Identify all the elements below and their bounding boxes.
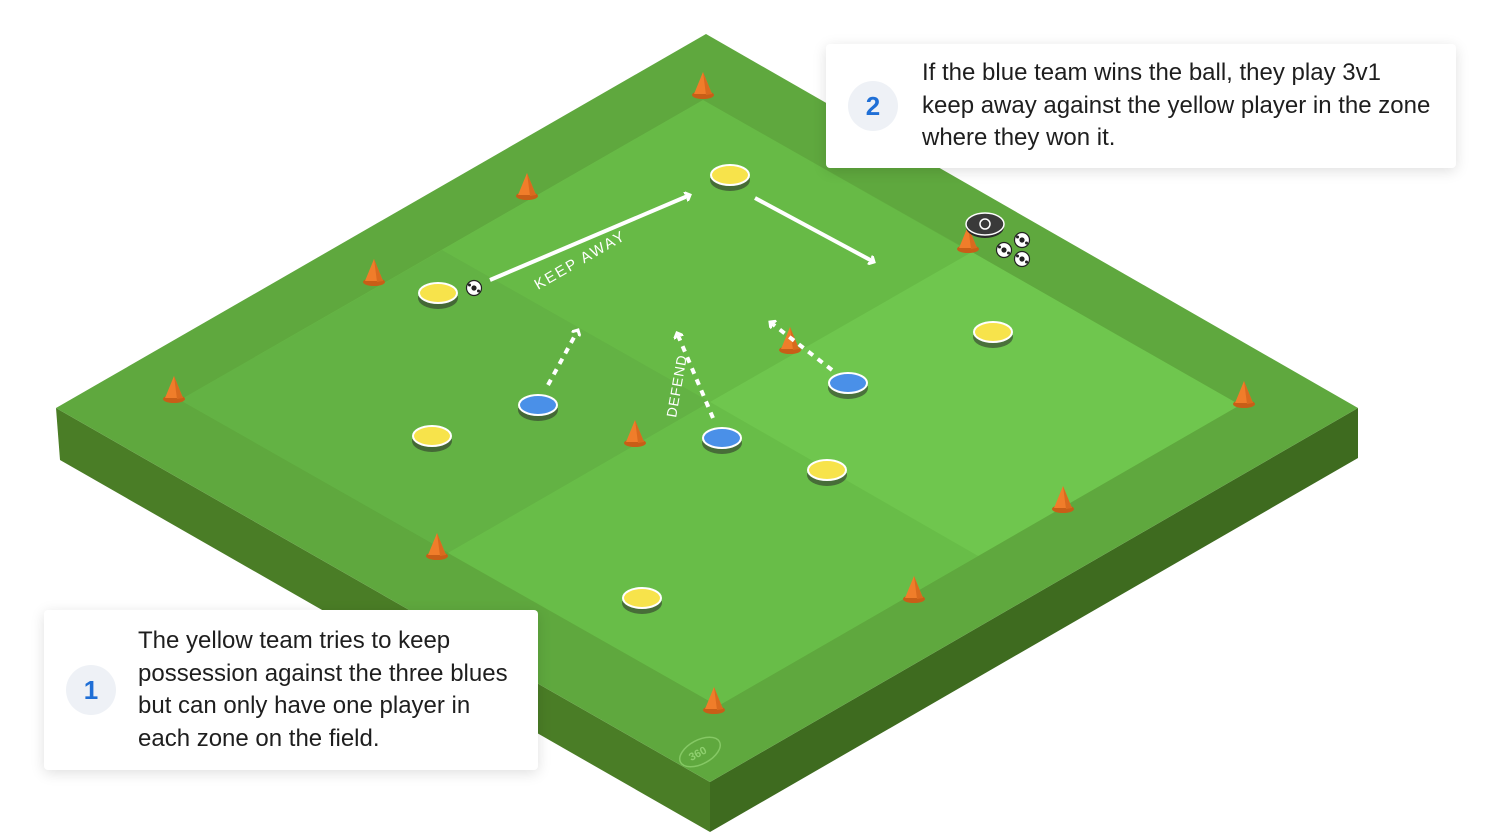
player-marker-icon (702, 427, 742, 454)
coach-icon (965, 212, 1005, 238)
cone-icon (703, 687, 725, 714)
zone-right (710, 252, 1240, 556)
step-number-1: 1 (66, 665, 116, 715)
player-marker-icon (518, 394, 558, 421)
cone-icon (903, 576, 925, 603)
player-marker-icon (710, 164, 750, 191)
keep-away-arrow-2 (754, 196, 874, 262)
cone-icon (692, 72, 714, 99)
cone-icon (624, 420, 646, 447)
player-marker-icon (412, 425, 452, 452)
cone-icon (363, 259, 385, 286)
cone-icon (1052, 486, 1074, 513)
cone-icon (516, 173, 538, 200)
player-marker-icon (807, 459, 847, 486)
player-marker-icon (622, 587, 662, 614)
cones (163, 72, 1255, 714)
balls (465, 231, 1031, 297)
defend-arrow-3 (770, 322, 834, 372)
callout-step-1: 1 The yellow team tries to keep possessi… (44, 610, 538, 770)
keep-away-arrow-1 (489, 195, 690, 282)
player-marker-icon (828, 372, 868, 399)
ball-icon (465, 279, 483, 297)
zone-left (180, 250, 710, 553)
cone-icon (163, 376, 185, 403)
callout-step-2: 2 If the blue team wins the ball, they p… (826, 44, 1456, 168)
player-marker-icon (418, 282, 458, 309)
step-text-2: If the blue team wins the ball, they pla… (922, 59, 1431, 152)
step-number-2: 2 (848, 81, 898, 131)
defend-arrow-1 (546, 330, 578, 386)
ball-icon (1013, 250, 1031, 268)
field-side-right (710, 408, 1358, 832)
cone-icon (426, 533, 448, 560)
zone-bottom (448, 402, 978, 706)
player-marker-icon (973, 321, 1013, 348)
players (412, 164, 1013, 614)
step-text-1: The yellow team tries to keep possession… (138, 627, 508, 752)
ball-icon (1013, 231, 1031, 249)
defend-arrow-2 (677, 333, 715, 419)
cone-icon (1233, 381, 1255, 408)
zone-top (442, 100, 972, 402)
ball-icon (995, 241, 1013, 259)
